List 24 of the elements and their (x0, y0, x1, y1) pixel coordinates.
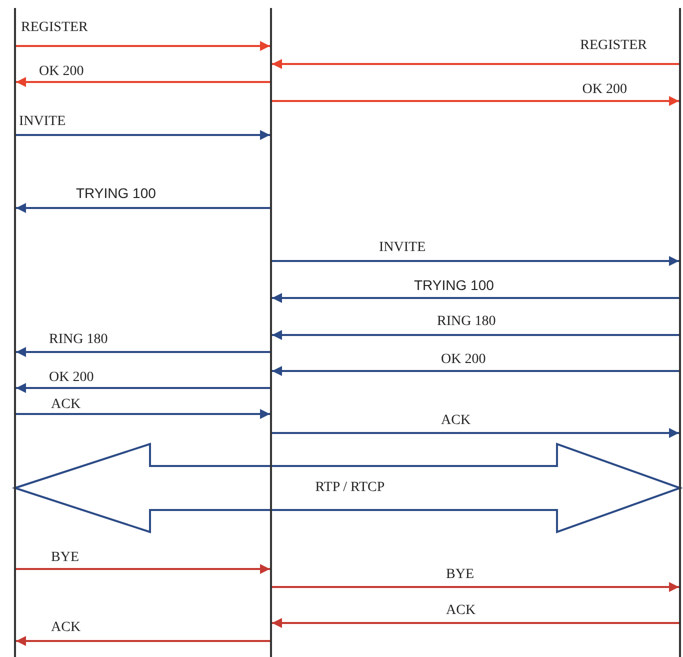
arrow (272, 96, 679, 106)
arrow (16, 77, 270, 87)
arrow (16, 409, 270, 419)
double-arrow (12, 442, 683, 534)
lifeline (270, 8, 272, 657)
arrow (272, 618, 679, 628)
edge-label: TRYING 100 (75, 185, 157, 201)
arrow (16, 383, 270, 393)
arrow (272, 293, 679, 303)
arrow (16, 636, 270, 646)
arrow (272, 256, 679, 266)
arrow (16, 41, 270, 51)
edge-label: TRYING 100 (413, 277, 495, 293)
arrow (16, 203, 270, 213)
lifeline (679, 8, 681, 657)
arrow (272, 59, 679, 69)
arrow (272, 582, 679, 592)
arrow (272, 428, 679, 438)
arrow (16, 564, 270, 574)
arrow (16, 347, 270, 357)
arrow (272, 330, 679, 340)
arrow (16, 130, 270, 140)
lifeline (14, 8, 16, 657)
arrow (272, 366, 679, 376)
